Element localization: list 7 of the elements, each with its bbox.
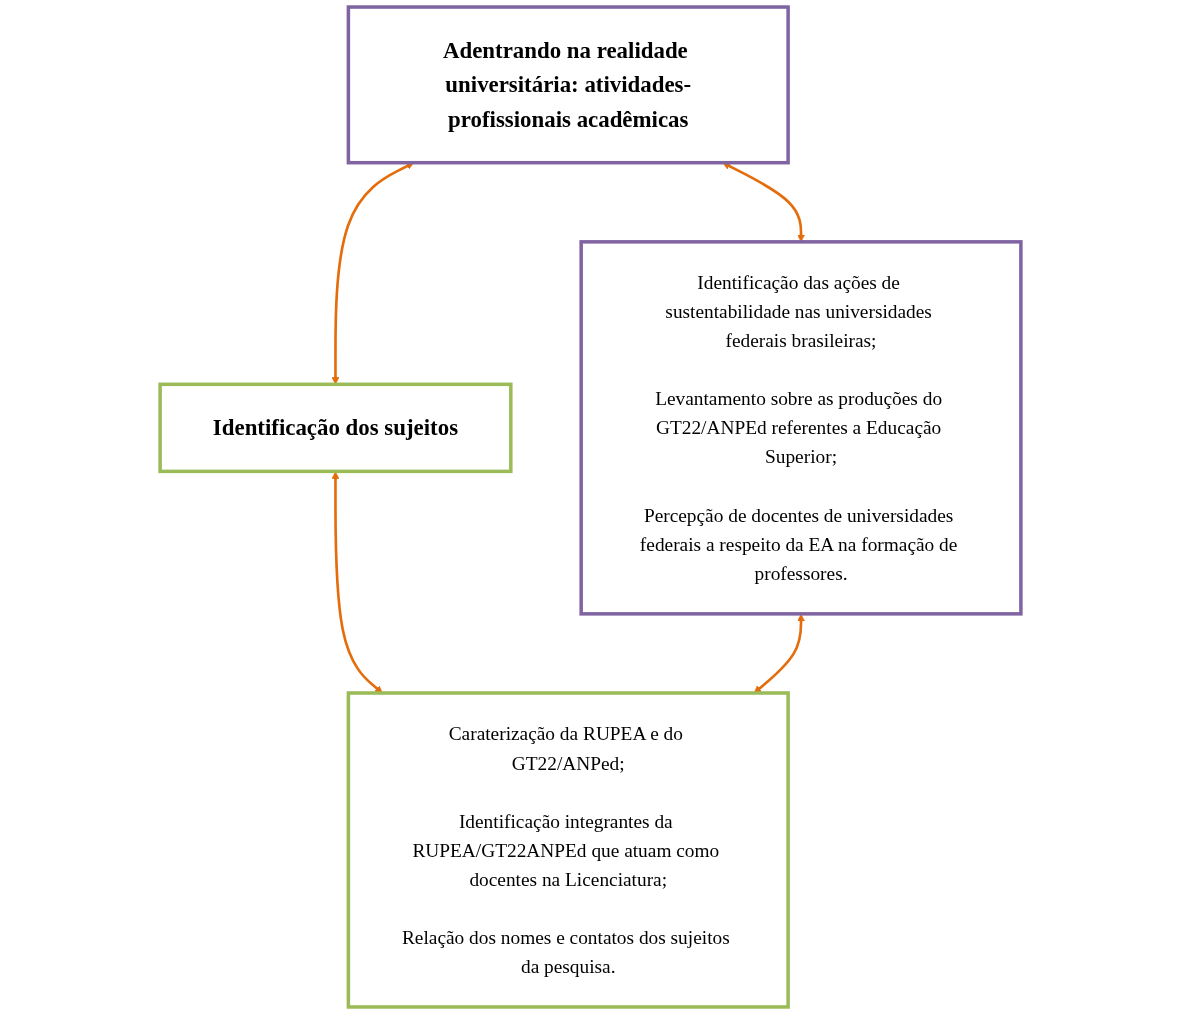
node-box: Identificação dos sujeitos	[158, 382, 513, 474]
arrow	[331, 471, 383, 694]
arrow	[753, 613, 805, 694]
node-box: Adentrando na realidade universitária: atividades-profissionais acadêmicas	[346, 5, 790, 165]
arrow	[331, 162, 414, 385]
node-box: Identificação das ações de sustentabilidade nas universidades federais brasileiras; Levantamento sobre as produções do GT22/ANPEd referentes a Educação Superior; Percepção de docentes de universidades federais a respeito da EA na formação de professores.	[579, 240, 1023, 616]
node-box: Caraterização da RUPEA e do GT22/ANPed; Identificação integrantes da RUPEA/GT22ANPEd que atuam como docentes na Licenciatura; Relação dos nomes e contatos dos sujeitos da pesquisa.	[346, 691, 790, 1009]
